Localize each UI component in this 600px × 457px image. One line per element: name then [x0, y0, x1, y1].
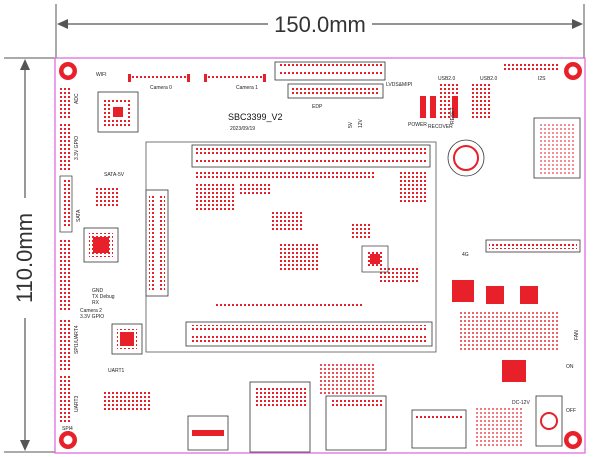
bottom-connectors — [104, 362, 563, 453]
camera0-label: Camera 0 — [150, 85, 172, 91]
lvds-mipi-label: LVDS&MIPI — [386, 82, 412, 88]
wifi-label: WIFI — [96, 72, 107, 78]
camera1-connector — [204, 74, 266, 82]
lvds-mipi-connector — [274, 61, 386, 81]
mounting-hole-bottom-left — [59, 431, 77, 449]
i2s-label: I2S — [538, 76, 546, 82]
board-name-label: SBC3399_V2 — [228, 112, 283, 122]
top-b2b-connector — [191, 144, 431, 168]
sata-label: SATA — [76, 209, 82, 222]
camera1-label: Camera 1 — [236, 85, 258, 91]
fan-label: FAN — [574, 330, 580, 340]
edp-connector — [287, 83, 384, 99]
mounting-hole-bottom-right — [564, 431, 582, 449]
mounting-holes — [59, 62, 582, 449]
height-label: 110.0mm — [12, 213, 37, 303]
spi-uart4-label: SPI1/UART4 — [74, 325, 80, 354]
uart1-label: UART1 — [108, 368, 125, 374]
power-label: POWER — [408, 122, 427, 128]
12v-label: 12V — [358, 118, 364, 128]
spi4-label: SPI4 — [62, 426, 73, 432]
button-cluster — [420, 96, 458, 118]
sata-bridge-ic — [83, 227, 119, 263]
4g-label: 4G — [462, 252, 469, 258]
rtc-battery — [447, 139, 485, 177]
tx-debug-label: TX Debug — [92, 294, 115, 300]
power-inductors — [452, 280, 538, 382]
camera2-label: Camera 2 — [80, 308, 102, 314]
5v-label: 5V — [348, 121, 354, 128]
sata-power-block — [94, 186, 118, 208]
spi-uart4-header — [60, 318, 72, 372]
pmic-ic — [361, 245, 389, 273]
dc12v-label: DC-12V — [512, 400, 530, 406]
gpio-header-top — [60, 122, 70, 170]
recover-label: RECOVER — [428, 124, 453, 130]
adc-header — [60, 88, 70, 120]
wifi-module-ic — [97, 91, 139, 133]
gpio-b-label: 3.3V GPIO — [80, 314, 104, 320]
sata-connector — [59, 175, 73, 233]
power-components — [460, 310, 560, 350]
edp-label: EDP — [312, 104, 323, 110]
board-date-label: 2023/09/19 — [230, 126, 255, 132]
debug-header — [60, 238, 72, 310]
reset-label: RESET — [450, 107, 456, 124]
mounting-hole-top-left — [59, 62, 77, 80]
off-label: OFF — [566, 408, 576, 414]
mounting-hole-top-right — [564, 62, 582, 80]
usb2-b-label: USB2.0 — [480, 76, 497, 82]
width-label: 150.0mm — [274, 12, 366, 37]
adc-label: ADC — [74, 93, 80, 104]
width-dimension: 150.0mm — [55, 4, 585, 60]
on-label: ON — [566, 364, 574, 370]
camera0-connector — [128, 74, 190, 82]
sim-card-slot — [533, 117, 581, 179]
usb2-a-label: USB2.0 — [438, 76, 455, 82]
lte-module-connector — [485, 239, 581, 253]
core-module-outline — [145, 141, 437, 353]
sata-5v-label: SATA-5V — [104, 172, 125, 178]
i2s-header — [504, 64, 560, 72]
bottom-b2b-connector — [185, 321, 433, 347]
uart-ic — [111, 323, 143, 355]
gnd-label: GND — [92, 288, 104, 294]
gpio-label: 3.3V GPIO — [74, 136, 80, 160]
uart3-header — [60, 376, 72, 422]
rx-label: RX — [92, 300, 100, 306]
uart3-label: UART3 — [74, 395, 80, 412]
height-dimension: 110.0mm — [4, 57, 58, 453]
component-clusters — [196, 172, 428, 308]
